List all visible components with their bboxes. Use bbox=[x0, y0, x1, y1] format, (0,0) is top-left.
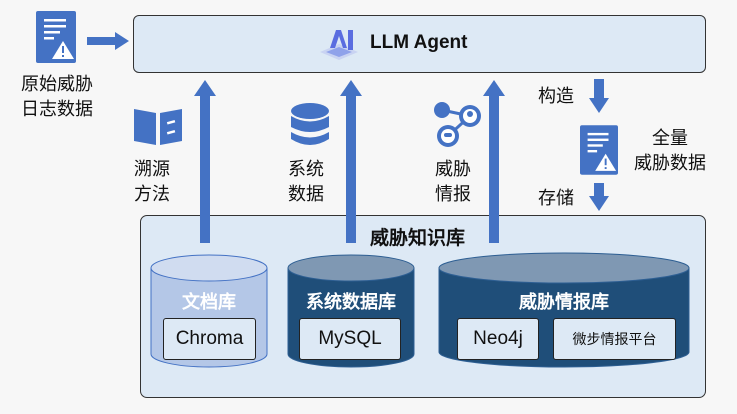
arrow-right-icon bbox=[87, 32, 129, 50]
document-warning-icon bbox=[36, 11, 76, 63]
input-label-system: 系统 数据 bbox=[288, 159, 324, 205]
document-warning-icon bbox=[580, 125, 618, 175]
arrow-shaft bbox=[200, 215, 210, 243]
arrow-head-icon bbox=[483, 80, 505, 96]
chroma-box: Chroma bbox=[163, 318, 256, 360]
threatbook-box: 微步情报平台 bbox=[553, 318, 676, 360]
knowledge-base-title: 威胁知识库 bbox=[370, 227, 466, 249]
arrow-up-system bbox=[346, 95, 356, 242]
arrow-up-intel bbox=[489, 95, 499, 242]
mysql-box: MySQL bbox=[299, 318, 401, 360]
store-label: 存储 bbox=[538, 188, 574, 209]
arrow-shaft bbox=[346, 215, 356, 243]
threat-intel-name: 威胁情报库 bbox=[519, 292, 609, 313]
arrow-down-icon bbox=[589, 183, 609, 211]
document-store-name: 文档库 bbox=[182, 292, 236, 313]
arrow-shaft bbox=[489, 215, 499, 243]
open-book-icon bbox=[134, 109, 182, 145]
database-icon bbox=[291, 103, 329, 145]
llm-agent-box bbox=[133, 15, 706, 73]
arrow-head-icon bbox=[194, 80, 216, 96]
arrow-up-methods bbox=[200, 95, 210, 242]
threat-network-icon bbox=[434, 102, 481, 147]
arrow-head-icon bbox=[340, 80, 362, 96]
input-label-methods: 溯源 方法 bbox=[134, 159, 170, 205]
arrow-down-icon bbox=[589, 79, 609, 113]
agent-title: LLM Agent bbox=[370, 32, 468, 53]
system-db-name: 系统数据库 bbox=[306, 292, 396, 313]
neo4j-box: Neo4j bbox=[457, 318, 539, 360]
construct-label: 构造 bbox=[538, 86, 574, 107]
source-label: 原始威胁 日志数据 bbox=[21, 74, 93, 120]
input-label-intel: 威胁 情报 bbox=[435, 159, 471, 205]
full-data-label: 全量 威胁数据 bbox=[634, 128, 706, 174]
ai-chip-icon bbox=[320, 30, 358, 60]
